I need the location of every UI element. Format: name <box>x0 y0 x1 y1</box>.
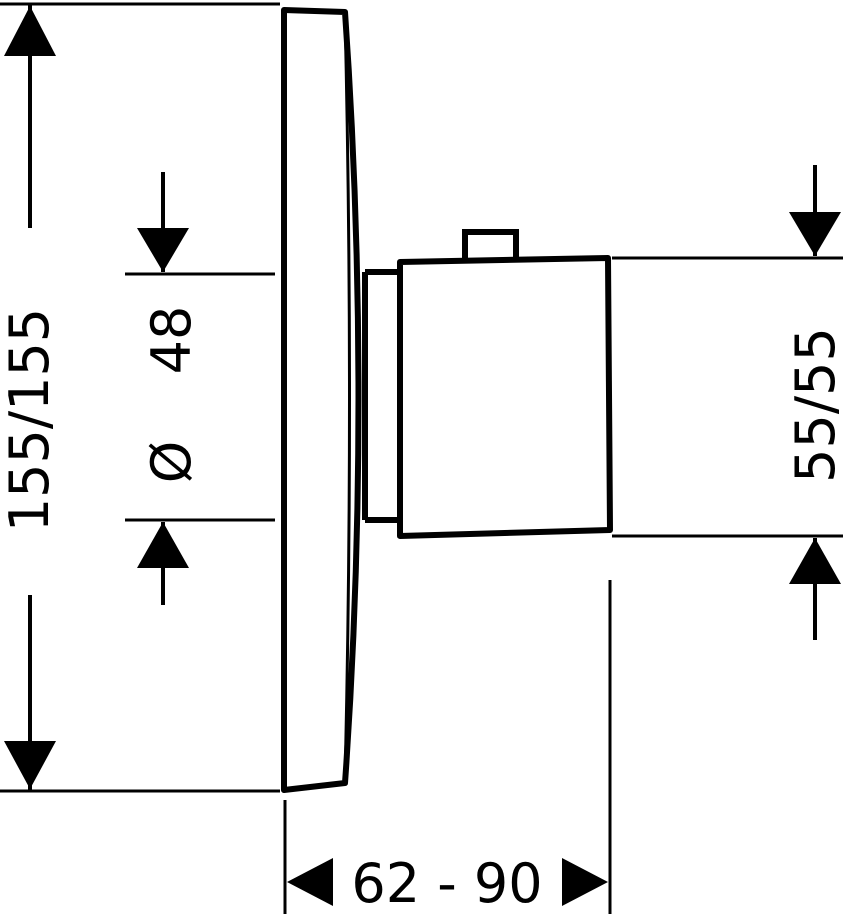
diameter-arrow-up <box>137 522 189 568</box>
height-arrow-up <box>4 6 56 56</box>
handle-arrow-up <box>789 538 841 584</box>
diameter-arrow-down <box>137 228 189 272</box>
cover-plate <box>281 7 362 793</box>
indicator-button <box>462 229 519 258</box>
diameter-dimension: 48 Ø <box>125 172 275 605</box>
stem <box>362 269 400 523</box>
diameter-value: 48 <box>140 306 203 375</box>
depth-arrow-left <box>287 858 333 906</box>
diameter-symbol: Ø <box>140 441 203 484</box>
handle-body <box>397 255 613 539</box>
height-dimension: 155/155 <box>0 2 280 793</box>
height-label: 155/155 <box>0 308 61 532</box>
height-arrow-down <box>4 741 56 789</box>
depth-arrow-right <box>562 858 608 906</box>
handle-arrow-down <box>789 212 841 256</box>
depth-label: 62 - 90 <box>351 852 542 914</box>
plate-inner-edge <box>343 13 351 782</box>
handle-dimension: 55/55 <box>612 165 843 640</box>
handle-label: 55/55 <box>784 327 843 483</box>
depth-dimension: 62 - 90 <box>283 580 612 914</box>
